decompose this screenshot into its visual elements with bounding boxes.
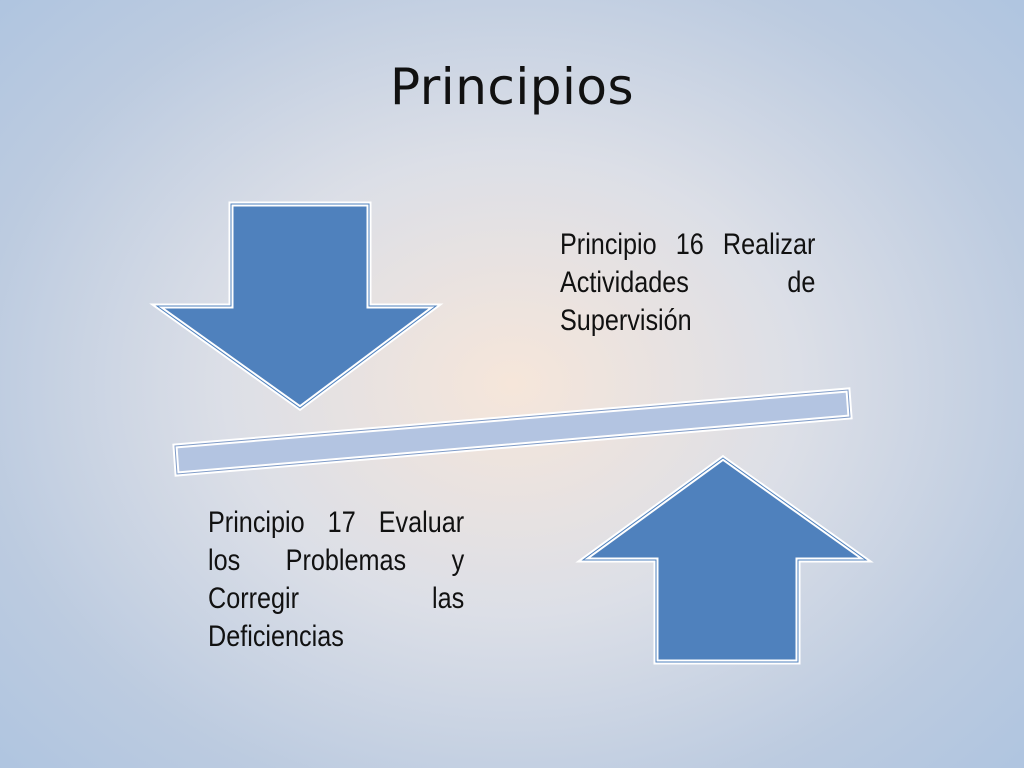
up-arrow-inner-outline [581, 457, 868, 663]
balance-bar [172, 387, 853, 477]
balance-bar-outline [174, 389, 851, 475]
slide-title: Principios [389, 58, 635, 116]
principle-17-text: Principio 17 Evaluar los Problemas y Cor… [208, 506, 465, 653]
down-arrow-inner-outline [155, 203, 438, 409]
principle-16-text: Principio 16 Realizar Actividades de Sup… [560, 228, 816, 337]
